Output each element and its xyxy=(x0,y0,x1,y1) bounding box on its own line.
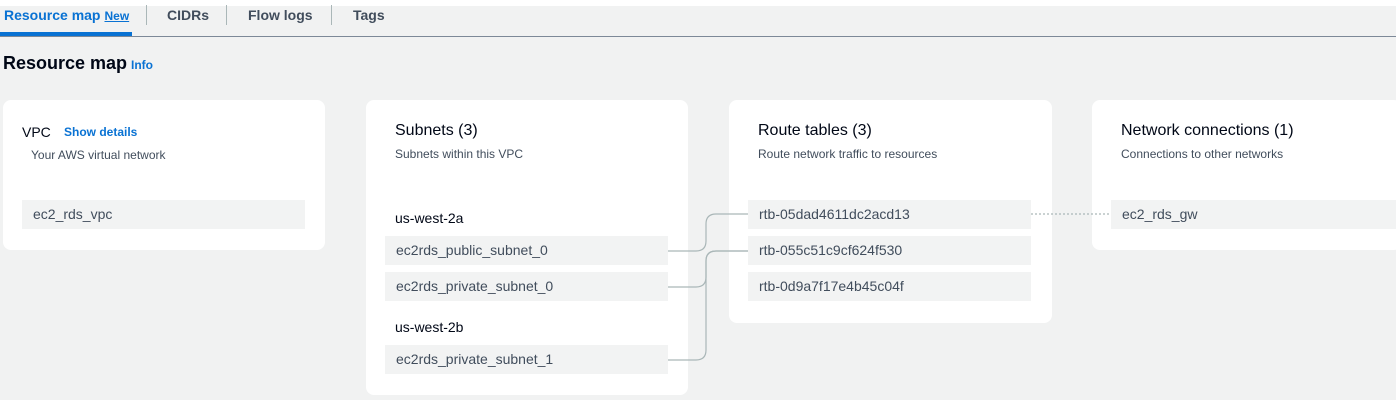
tab-flow-logs[interactable]: Flow logs xyxy=(248,7,313,23)
show-details-link[interactable]: Show details xyxy=(64,125,138,139)
page-title: Resource map xyxy=(3,53,128,73)
vpc-item[interactable]: ec2_rds_vpc xyxy=(22,200,305,229)
connector-line xyxy=(668,213,748,252)
route-table-item[interactable]: rtb-05dad4611dc2acd13 xyxy=(748,200,1031,229)
vpc-card-description: Your AWS virtual network xyxy=(31,148,166,162)
route-table-item[interactable]: rtb-055c51c9cf624f530 xyxy=(748,236,1031,265)
subnet-item[interactable]: ec2rds_public_subnet_0 xyxy=(385,236,668,265)
tab-divider xyxy=(331,5,332,25)
network-connection-item[interactable]: ec2_rds_gw xyxy=(1111,200,1396,229)
subnets-card-description: Subnets within this VPC xyxy=(395,147,524,161)
vpc-card: VPC Show details Your AWS virtual networ… xyxy=(3,100,325,250)
tab-divider xyxy=(146,5,147,25)
new-badge: New xyxy=(104,9,130,23)
subnets-card: Subnets (3) Subnets within this VPC us-w… xyxy=(366,100,688,395)
connector-line xyxy=(668,250,748,361)
vpc-card-title: VPC xyxy=(22,124,51,140)
network-connections-card-description: Connections to other networks xyxy=(1121,147,1284,161)
info-link[interactable]: Info xyxy=(131,58,153,72)
connector-line xyxy=(668,250,748,288)
top-strip xyxy=(0,0,1396,6)
route-tables-card-description: Route network traffic to resources xyxy=(758,147,938,161)
route-tables-card-title: Route tables (3) xyxy=(758,122,872,139)
route-table-item[interactable]: rtb-0d9a7f17e4b45c04f xyxy=(748,272,1031,301)
availability-zone-label: us-west-2b xyxy=(395,319,464,335)
availability-zone-label: us-west-2a xyxy=(395,210,464,226)
tab-tags[interactable]: Tags xyxy=(353,7,385,23)
network-connections-card: Network connections (1) Connections to o… xyxy=(1092,100,1396,250)
subnet-item[interactable]: ec2rds_private_subnet_1 xyxy=(385,345,668,374)
tab-cidrs[interactable]: CIDRs xyxy=(167,7,210,23)
subnet-item[interactable]: ec2rds_private_subnet_0 xyxy=(385,272,668,301)
tab-label: Resource map xyxy=(4,7,101,23)
tab-divider xyxy=(226,5,227,25)
network-connections-card-title: Network connections (1) xyxy=(1121,122,1294,139)
route-tables-card: Route tables (3) Route network traffic t… xyxy=(729,100,1052,323)
active-tab-indicator xyxy=(0,32,132,36)
subnets-card-title: Subnets (3) xyxy=(395,122,478,139)
